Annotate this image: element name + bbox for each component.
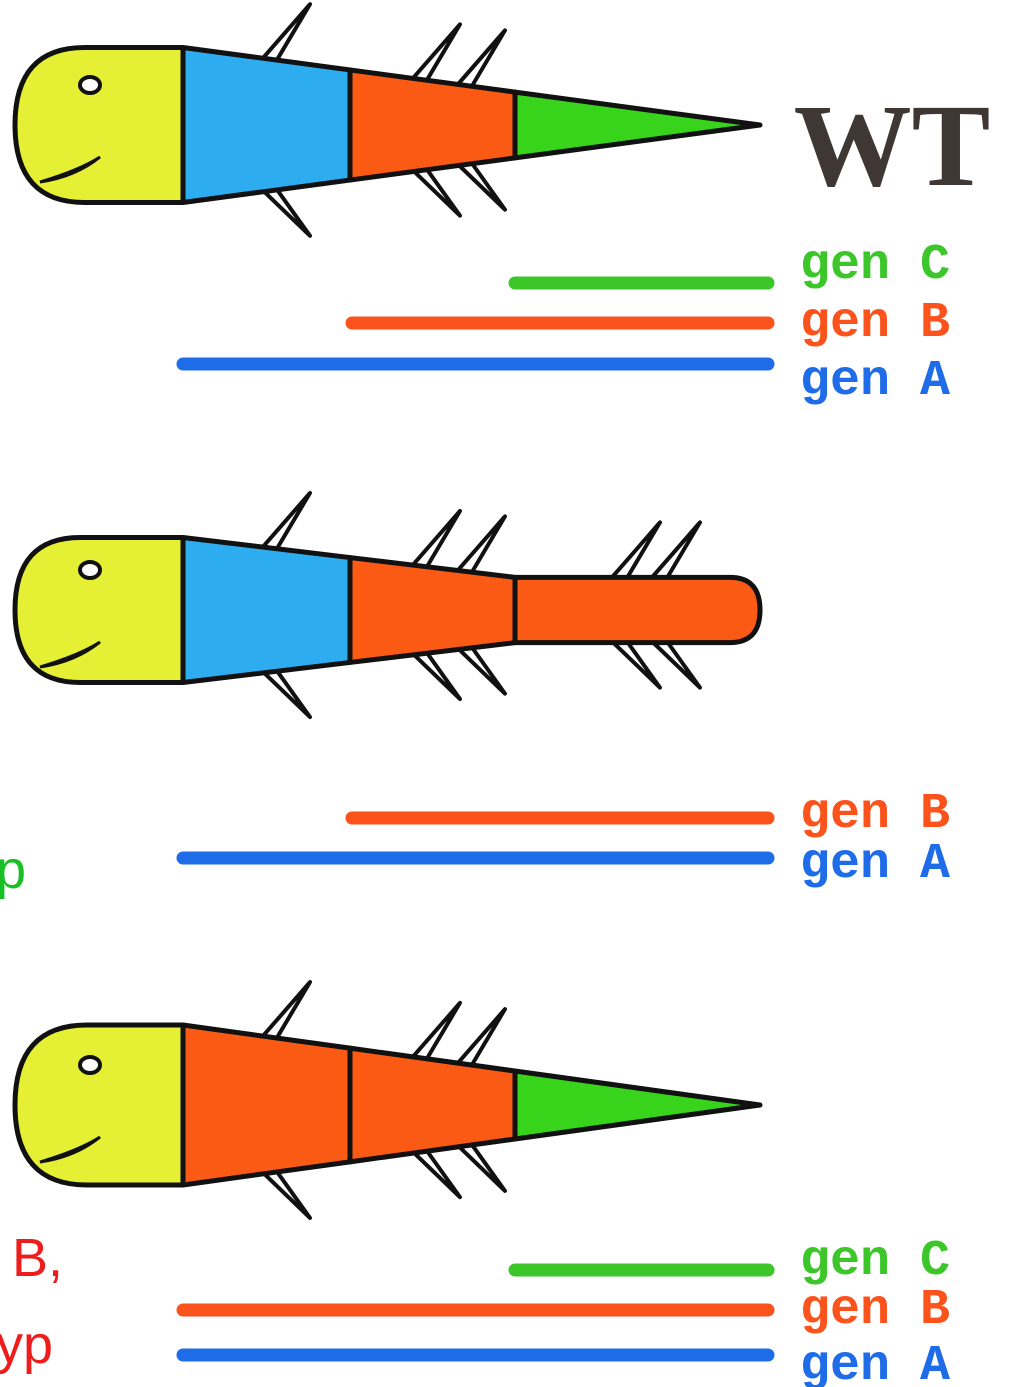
gene-label: gen A	[800, 836, 950, 893]
clipped-caption-text: yp	[0, 1315, 53, 1375]
clipped-caption-text: B,	[12, 1228, 63, 1288]
fish-tail-segment	[515, 92, 760, 158]
fish-body-segment-1	[183, 1025, 350, 1185]
panel-title: WT	[794, 80, 991, 211]
fish-body-segment-1	[183, 48, 350, 203]
fish-tail-segment	[515, 1071, 760, 1139]
gene-label: gen A	[800, 353, 950, 410]
gene-label: gen B	[800, 295, 950, 352]
fish-head	[15, 538, 183, 683]
fish-body-segment-1	[183, 538, 350, 683]
fish-body-segment-2	[350, 558, 515, 663]
fish-body-segment-2	[350, 1048, 515, 1162]
fish-eye	[80, 77, 100, 93]
fish-tail-segment	[515, 577, 760, 642]
gene-label: gen B	[800, 1282, 950, 1339]
fish-eye	[80, 1057, 100, 1073]
gene-label: gen B	[800, 786, 950, 843]
gene-label: gen A	[800, 1338, 950, 1387]
fish-head	[15, 48, 183, 203]
fish-eye	[80, 562, 100, 578]
fish-body-segment-2	[350, 70, 515, 180]
gene-label: gen C	[800, 237, 950, 294]
clipped-caption-text: p	[0, 840, 26, 900]
